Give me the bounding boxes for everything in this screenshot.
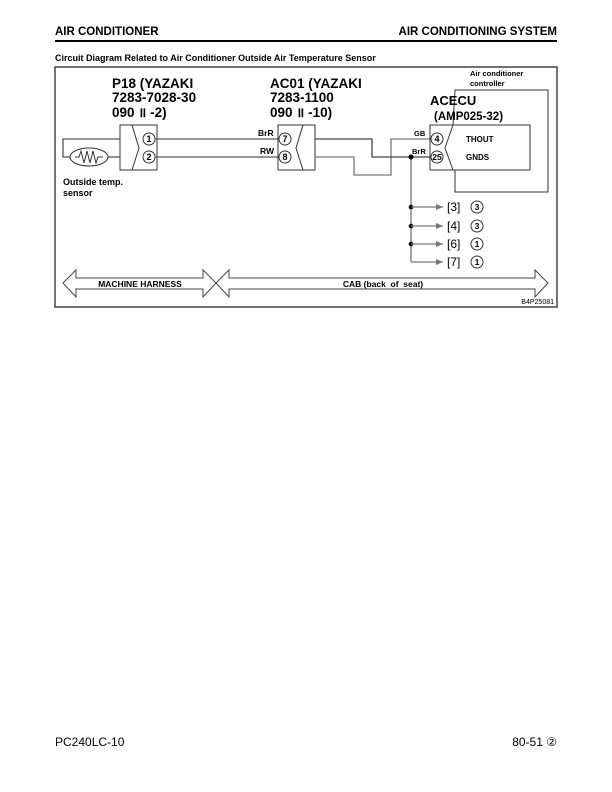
chapter-title: AIR CONDITIONING SYSTEM [398, 26, 557, 38]
branch-sheet: 3 [475, 202, 480, 212]
wire-color-brr-2: BrR [412, 147, 426, 156]
branch-sheet: 1 [475, 257, 480, 267]
sensor-label-2: sensor [63, 188, 93, 198]
controller-label: Air conditioner [470, 69, 523, 78]
page-number: 80-51 ② [512, 735, 557, 749]
sensor-wiring [62, 138, 120, 158]
section-title: AIR CONDITIONER [55, 26, 159, 38]
signal-thout: THOUT [466, 135, 494, 144]
cab-harness-label: CAB (back of seat) [343, 279, 423, 289]
branch-list: [3] 3 [4] 3 [6] 1 [7] 1 [408, 200, 484, 269]
ac01-name: AC01 (YAZAKI [270, 76, 362, 91]
controller-outline [452, 89, 549, 193]
model-number: PC240LC-10 [55, 735, 125, 749]
branch-ref: [7] [447, 255, 460, 269]
acecu-part: (AMP025-32) [434, 111, 503, 123]
p18-type: 090 ॥ -2) [112, 105, 167, 120]
acecu-name: ACECU [430, 93, 476, 108]
cab-harness-arrow [215, 268, 549, 299]
ac01-type: 090 ॥ -10) [270, 105, 332, 120]
diagram-caption: Circuit Diagram Related to Air Condition… [55, 53, 376, 63]
figure-id: B4P25081 [521, 299, 554, 306]
ac01-label: AC01 (YAZAKI 7283-1100 090 ॥ -10) [270, 76, 362, 120]
pin-25: 25 [432, 152, 442, 162]
wire-color-brr: BrR [258, 128, 274, 138]
pin-7: 7 [282, 134, 287, 144]
pin-2: 2 [146, 152, 151, 162]
machine-harness-label: MACHINE HARNESS [98, 279, 182, 289]
branch-item: [7] 1 [411, 255, 484, 269]
wire-color-rw: RW [260, 146, 275, 156]
junction-dot [408, 154, 414, 160]
branch-ref: [6] [447, 237, 460, 251]
harness-wires [155, 138, 278, 158]
branch-ref: [4] [447, 219, 460, 233]
ac01-part: 7283-1100 [270, 90, 334, 105]
diagram-frame [54, 66, 558, 308]
branch-item: [6] 1 [408, 237, 484, 251]
sensor-label: Outside temp. [63, 177, 123, 187]
branch-item: [3] 3 [408, 200, 484, 214]
thermistor-icon [69, 147, 109, 167]
pin-4: 4 [434, 134, 439, 144]
p18-connector: 1 2 [119, 124, 158, 171]
controller-label-2: controller [470, 79, 505, 88]
pin-8: 8 [282, 152, 287, 162]
acecu-connector: 4 25 THOUT GNDS [429, 124, 531, 171]
wire-color-gb: GB [414, 129, 426, 138]
branch-sheet: 1 [475, 239, 480, 249]
p18-label: P18 (YAZAKI 7283-7028-30 090 ॥ -2) [112, 76, 196, 120]
branch-sheet: 3 [475, 221, 480, 231]
header-rule [55, 40, 557, 42]
signal-gnds: GNDS [466, 153, 490, 162]
branch-item: [4] 3 [408, 219, 484, 233]
ac01-connector: 7 8 [277, 124, 316, 171]
p18-name: P18 (YAZAKI [112, 76, 193, 91]
p18-part: 7283-7028-30 [112, 90, 196, 105]
pin-1: 1 [146, 134, 151, 144]
branch-ref: [3] [447, 200, 460, 214]
